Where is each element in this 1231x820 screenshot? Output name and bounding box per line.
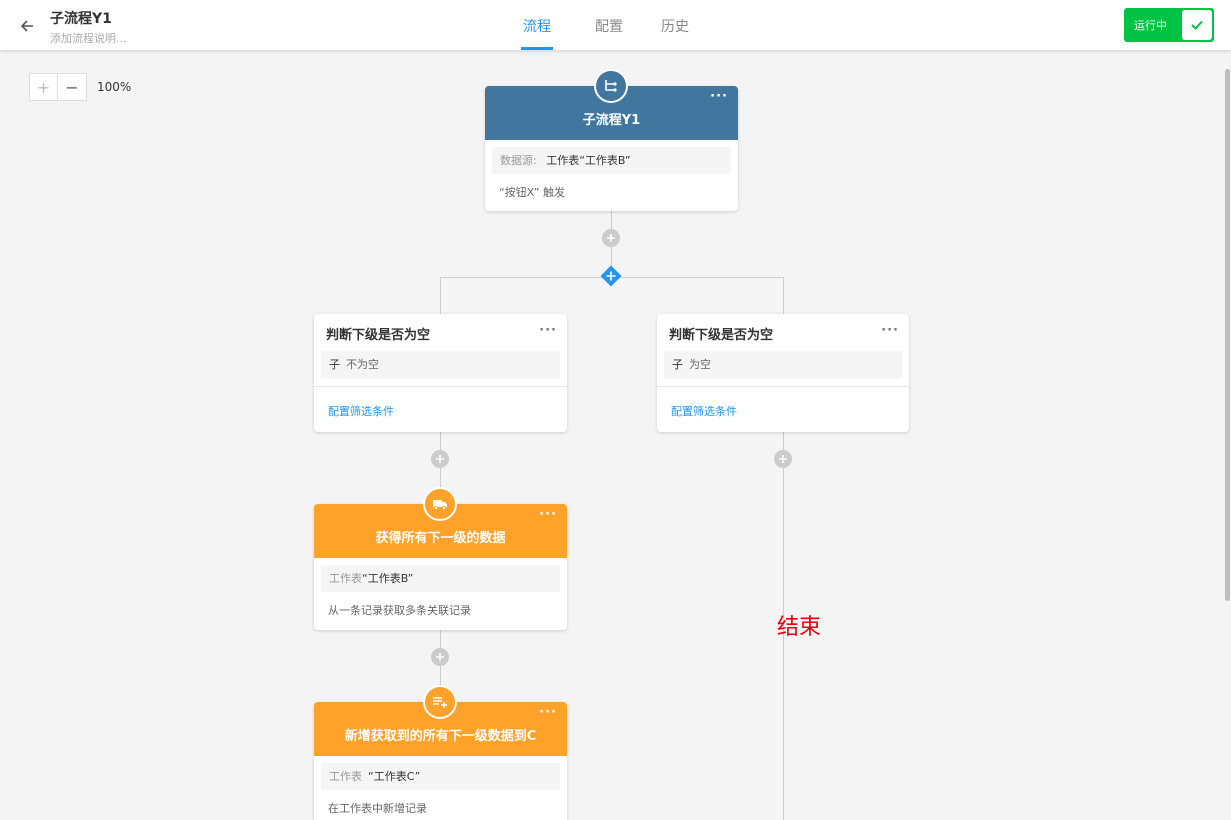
connector-line — [440, 630, 441, 702]
configure-filter-link[interactable]: 配置筛选条件 — [671, 405, 737, 418]
check-icon — [1182, 10, 1212, 40]
divider — [657, 386, 909, 387]
run-status-toggle[interactable]: 运行中 — [1124, 8, 1214, 42]
plus-icon — [436, 455, 444, 463]
source-value: 工作表“工作表B” — [546, 154, 631, 167]
zoom-out-button[interactable]: − — [58, 73, 87, 101]
zoom-level: 100% — [97, 80, 132, 94]
subprocess-icon — [594, 69, 628, 103]
condition-field-name: 子 — [672, 358, 683, 371]
worksheet-label: 工作表 — [329, 572, 362, 585]
plus-icon — [436, 653, 444, 661]
add-record-node-card[interactable]: 新增获取到的所有下一级数据到C ··· 工作表 “工作表C” 在工作表中新增记录 — [314, 702, 567, 820]
source-label: 数据源: — [500, 154, 537, 167]
get-records-node-title: 获得所有下一级的数据 — [375, 531, 506, 546]
trigger-node-card[interactable]: 子流程Y1 ··· 数据源: 工作表“工作表B” “按钮X” 触发 — [485, 86, 738, 211]
branch-condition-card[interactable]: 判断下级是否为空 ··· 子为空 配置筛选条件 — [657, 314, 909, 432]
tab-bar: 流程 配置 历史 — [505, 0, 711, 50]
vertical-scrollbar[interactable] — [1225, 69, 1230, 601]
condition-value: 不为空 — [346, 358, 379, 371]
connector-line — [783, 277, 784, 314]
branch-title: 判断下级是否为空 — [669, 328, 774, 343]
run-status-label: 运行中 — [1134, 19, 1167, 32]
worksheet-value: “工作表B” — [362, 572, 414, 585]
zoom-controls: + − 100% — [29, 73, 131, 101]
worksheet-field: 工作表“工作表B” — [321, 565, 560, 592]
add-record-node-title: 新增获取到的所有下一级数据到C — [344, 729, 537, 744]
condition-field: 子为空 — [664, 351, 902, 379]
tab-history[interactable]: 历史 — [661, 19, 689, 35]
worksheet-value: “工作表C” — [368, 770, 421, 783]
divider — [314, 386, 567, 387]
get-records-description: 从一条记录获取多条关联记录 — [328, 604, 471, 617]
worksheet-field: 工作表 “工作表C” — [321, 763, 560, 790]
more-options-icon[interactable]: ··· — [881, 323, 899, 338]
tab-config[interactable]: 配置 — [595, 19, 623, 35]
branch-condition-card[interactable]: 判断下级是否为空 ··· 子不为空 配置筛选条件 — [314, 314, 567, 432]
plus-icon — [607, 234, 615, 242]
trigger-description: “按钮X” 触发 — [499, 186, 565, 199]
condition-field: 子不为空 — [321, 351, 560, 379]
branch-title: 判断下级是否为空 — [326, 328, 431, 343]
page-subtitle[interactable]: 添加流程说明... — [50, 32, 127, 45]
trigger-node-title: 子流程Y1 — [582, 113, 641, 128]
get-records-node-card[interactable]: 获得所有下一级的数据 ··· 工作表“工作表B” 从一条记录获取多条关联记录 — [314, 504, 567, 630]
add-record-description: 在工作表中新增记录 — [328, 802, 427, 815]
truck-icon — [423, 487, 457, 521]
zoom-in-button[interactable]: + — [29, 73, 58, 101]
add-node-button[interactable] — [602, 229, 620, 247]
back-arrow-icon[interactable] — [14, 13, 40, 39]
add-branch-diamond-button[interactable] — [600, 265, 622, 287]
worksheet-label: 工作表 — [329, 770, 362, 783]
add-node-button[interactable] — [431, 450, 449, 468]
plus-icon — [779, 455, 787, 463]
end-label: 结束 — [777, 615, 822, 640]
more-options-icon[interactable]: ··· — [539, 507, 557, 522]
more-options-icon[interactable]: ··· — [539, 323, 557, 338]
more-options-icon[interactable]: ··· — [710, 89, 728, 104]
page-title: 子流程Y1 — [50, 11, 112, 27]
connector-line — [783, 432, 784, 820]
add-node-button[interactable] — [431, 648, 449, 666]
connector-line — [440, 432, 441, 504]
header-bar: 子流程Y1 添加流程说明... 流程 配置 历史 运行中 — [0, 0, 1231, 50]
tab-flow[interactable]: 流程 — [521, 0, 553, 50]
add-list-icon — [423, 685, 457, 719]
condition-value: 为空 — [689, 358, 711, 371]
more-options-icon[interactable]: ··· — [539, 705, 557, 720]
add-node-button[interactable] — [774, 450, 792, 468]
configure-filter-link[interactable]: 配置筛选条件 — [328, 405, 394, 418]
trigger-source-field: 数据源: 工作表“工作表B” — [492, 147, 731, 174]
connector-line — [440, 277, 441, 314]
condition-field-name: 子 — [329, 358, 340, 371]
trigger-node-header: 子流程Y1 ··· — [485, 86, 738, 140]
